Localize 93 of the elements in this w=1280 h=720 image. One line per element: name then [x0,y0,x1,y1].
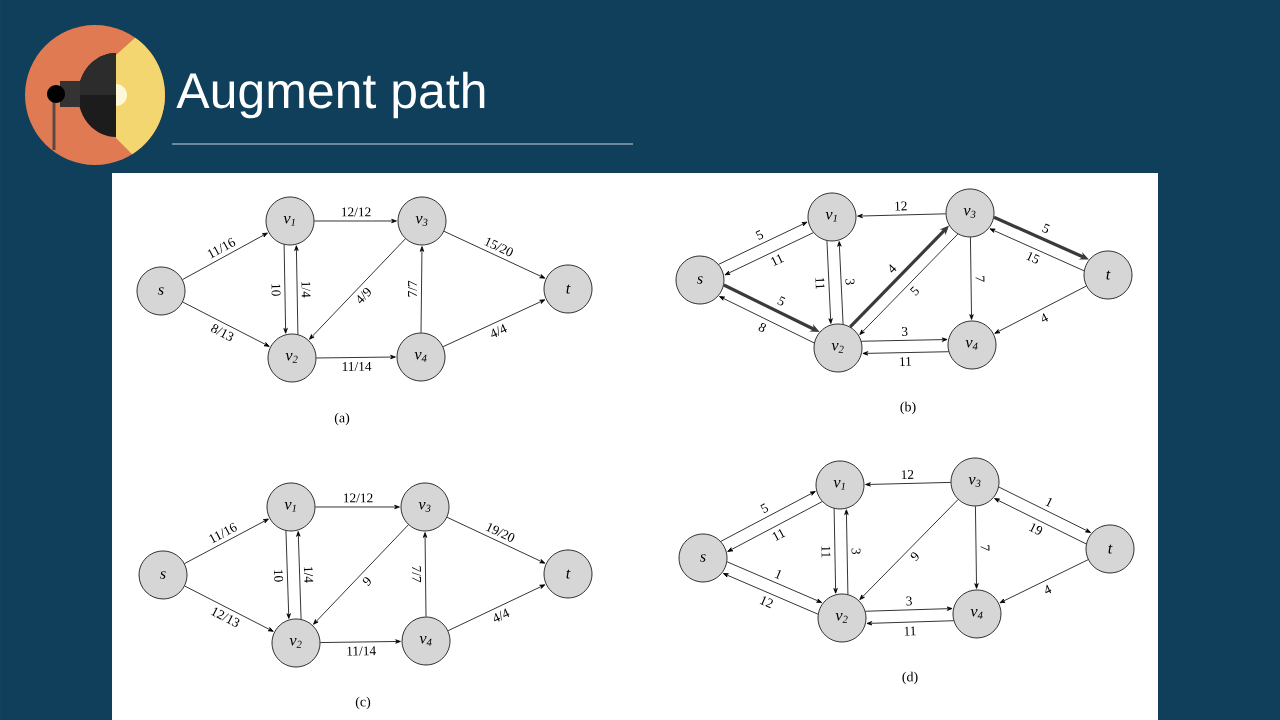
arrow [442,299,546,348]
arrow [866,620,954,626]
arrow [283,244,288,334]
arrow [994,498,1087,545]
edge-label: 5 [774,293,789,309]
edge-label: 11 [820,543,832,560]
panel-caption: (a) [334,412,350,426]
arrow [309,238,406,340]
edge-label: 3 [899,325,910,338]
arrow [727,501,823,552]
edge-label: 12/12 [341,492,375,504]
edge-label: 11 [813,275,827,292]
arrow [296,531,302,620]
arrow [998,486,1091,533]
edge-label: 4/9 [352,284,375,307]
edge-label: 11/16 [205,520,240,546]
panel-caption: (b) [900,401,916,415]
arrow [844,509,849,595]
edge-label: 12/13 [208,604,243,630]
edge-label: 11 [769,526,789,544]
edge-label: 9 [359,573,375,589]
arrow [861,337,948,342]
arrow [182,232,268,280]
edge-label: 4 [884,261,900,276]
arrow [859,233,959,335]
edge-label: 3 [850,546,862,556]
arrow [865,482,951,487]
edge-label: 9 [907,548,923,564]
arrow [320,639,401,644]
arrow [447,584,546,632]
arrow [184,518,269,564]
arrow [315,504,400,510]
edge-label: 12/12 [339,206,373,218]
arrow [865,606,953,612]
edge-label: 11 [902,625,918,637]
edge-label: 12 [756,593,777,611]
arrow [726,561,823,603]
arrow [724,232,814,276]
arrow [313,524,409,625]
arrow [720,491,816,542]
panel-caption: (c) [355,696,371,710]
edge-label: 19 [1026,520,1046,538]
arrow [862,351,949,356]
slide-title: Augment path [176,71,485,119]
arrow [719,296,815,344]
edge-label: 11/14 [344,644,378,658]
arrow [999,559,1089,604]
edge-label: 1 [771,567,785,582]
edge-label: 3 [904,595,914,607]
arrow [833,508,838,594]
arrow [314,218,397,224]
edge-label: 19/20 [482,520,518,545]
edge-label: 15 [1023,249,1043,267]
edge-label: 12 [892,200,909,212]
edge-label: 5 [907,283,923,299]
panel-caption: (d) [902,671,918,685]
edge-label: 8/13 [208,321,237,344]
arrow [974,506,979,589]
arrow [857,213,946,219]
edge-label: 5 [752,227,767,243]
edge-label: 10 [270,281,282,298]
edge-label: 8 [755,320,770,335]
arrow [837,241,844,325]
edge-label: 5 [757,500,772,516]
edge-label: 3 [843,276,856,287]
arrow [443,230,546,279]
edge-label: 15/20 [481,234,517,260]
edge-label: 4/4 [489,606,513,626]
edge-label: 1 [1042,494,1056,510]
edge-label: 4 [1037,310,1051,326]
arrow [994,285,1087,334]
arrow [722,573,819,615]
edge-label: 7 [974,274,986,284]
edge-label: 1/4 [300,279,312,300]
arrow [989,228,1085,272]
arrow [419,246,425,333]
arrow [718,221,808,265]
arrow [182,301,270,347]
arrow [184,585,274,632]
arrow [294,245,299,335]
edge-label: 11 [767,251,787,269]
arrow [316,354,396,360]
arrow [285,530,291,619]
edge-label: 5 [1039,221,1053,236]
arrow [859,499,959,600]
arrow [969,237,974,320]
edge-label: 11/16 [204,235,239,261]
edge-label: 4 [1040,582,1055,597]
edge-label: 4/4 [486,321,510,341]
arrow [826,240,833,324]
arrow [446,516,546,564]
edge-label: 7 [979,543,991,553]
arrow [422,532,428,617]
